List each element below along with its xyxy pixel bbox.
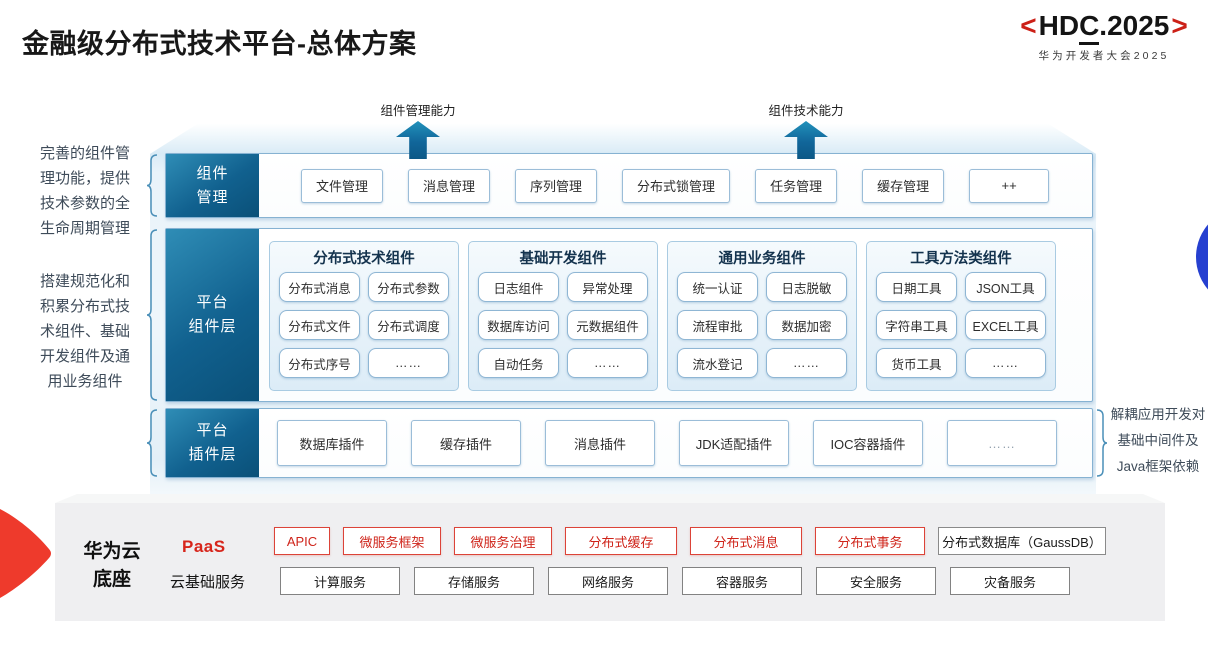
component-box: 文件管理: [301, 168, 384, 203]
blue-circle-decoration: [1196, 207, 1208, 307]
component-box: 数据加密: [766, 310, 847, 340]
component-box-more: ……: [368, 348, 449, 378]
component-box: 异常处理: [567, 272, 648, 302]
component-box: 分布式锁管理: [622, 168, 731, 203]
component-box: 统一认证: [677, 272, 758, 302]
left-brace-icon: [146, 229, 158, 401]
left-brace-icon: [146, 154, 158, 217]
cloud-service-box: 安全服务: [816, 567, 936, 595]
component-box: JSON工具: [965, 272, 1046, 302]
paas-service-box: 分布式缓存: [565, 527, 677, 555]
column-basic-dev: 基础开发组件 日志组件 异常处理 数据库访问 元数据组件 自动任务 ……: [468, 241, 658, 391]
cloud-service-box: 计算服务: [280, 567, 400, 595]
component-box: 日志脱敏: [766, 272, 847, 302]
component-box: 分布式序号: [279, 348, 360, 378]
plugin-box-more: ……: [947, 420, 1057, 466]
cloud-service-box: 存储服务: [414, 567, 534, 595]
component-box: 流程审批: [677, 310, 758, 340]
component-box: 元数据组件: [567, 310, 648, 340]
paas-service-box: 分布式事务: [815, 527, 925, 555]
plugin-box: JDK适配插件: [679, 420, 789, 466]
layer-platform-components: 平台 组件层 分布式技术组件 分布式消息 分布式参数 分布式文件 分布式调度 分…: [165, 228, 1093, 402]
capability-management-label: 组件管理能力: [380, 104, 456, 118]
component-box: 分布式文件: [279, 310, 360, 340]
component-box: 缓存管理: [862, 168, 945, 203]
cloud-service-box: 灾备服务: [950, 567, 1070, 595]
component-box: 序列管理: [515, 168, 598, 203]
hdc-logo: < HD C .2025 > 华为开发者大会2025: [1002, 10, 1206, 63]
logo-text-year: .2025: [1099, 10, 1170, 41]
layer-platform-plugins: 平台 插件层 数据库插件 缓存插件 消息插件 JDK适配插件 IOC容器插件 ……: [165, 408, 1093, 478]
left-brace-icon: [146, 409, 158, 477]
cloud-base-label: 云基础服务: [170, 574, 246, 591]
foundation-label: 华为云 底座: [83, 541, 141, 590]
component-box: EXCEL工具: [965, 310, 1046, 340]
column-header: 通用业务组件: [718, 251, 806, 267]
plugin-box: 缓存插件: [411, 420, 521, 466]
column-header: 工具方法类组件: [910, 251, 1012, 267]
note-component-management: 完善的组件管 理功能，提供 技术参数的全 生命周期管理: [39, 145, 130, 237]
note-component-accumulation: 搭建规范化和 积累分布式技 术组件、基础 开发组件及通 用业务组件: [39, 273, 130, 390]
capability-management-arrow: 组件管理能力: [358, 100, 478, 159]
column-common-business: 通用业务组件 统一认证 日志脱敏 流程审批 数据加密 流水登记 ……: [667, 241, 857, 391]
layer-label-platform-plugins: 平台 插件层: [166, 409, 259, 477]
component-box-more: ……: [766, 348, 847, 378]
layer-component-management: 组件 管理 文件管理 消息管理 序列管理 分布式锁管理 任务管理 缓存管理 ++: [165, 153, 1093, 218]
huawei-cloud-foundation-panel: [55, 503, 1165, 621]
red-wedge-icon: [0, 509, 51, 598]
capability-technology-arrow: 组件技术能力: [746, 100, 866, 159]
component-box: 任务管理: [755, 168, 838, 203]
component-box-more: ++: [969, 168, 1050, 203]
right-brace-icon: [1096, 409, 1108, 477]
component-box-more: ……: [567, 348, 648, 378]
paas-service-box: 微服务治理: [454, 527, 552, 555]
paas-database-box: 分布式数据库（GaussDB）: [938, 527, 1106, 555]
component-box: 日志组件: [478, 272, 559, 302]
paas-service-box: 分布式消息: [690, 527, 802, 555]
component-box: 消息管理: [408, 168, 491, 203]
paas-service-box: APIC: [274, 527, 330, 555]
column-header: 分布式技术组件: [313, 251, 415, 267]
logo-subtitle: 华为开发者大会2025: [1038, 50, 1170, 62]
logo-left-bracket: <: [1020, 10, 1037, 41]
component-management-items: 文件管理 消息管理 序列管理 分布式锁管理 任务管理 缓存管理 ++: [259, 154, 1092, 217]
logo-text-hd: HD: [1038, 10, 1080, 41]
column-header: 基础开发组件: [519, 251, 607, 267]
plugin-box: IOC容器插件: [813, 420, 923, 466]
cloud-service-box: 容器服务: [682, 567, 802, 595]
component-box: 分布式消息: [279, 272, 360, 302]
hdc-logo-wordmark: < HD C .2025 >: [1002, 10, 1206, 45]
component-box: 自动任务: [478, 348, 559, 378]
plugin-items: 数据库插件 缓存插件 消息插件 JDK适配插件 IOC容器插件 ……: [259, 409, 1092, 477]
component-box-more: ……: [965, 348, 1046, 378]
page-title: 金融级分布式技术平台-总体方案: [22, 29, 417, 59]
component-box: 数据库访问: [478, 310, 559, 340]
platform-component-columns: 分布式技术组件 分布式消息 分布式参数 分布式文件 分布式调度 分布式序号 ………: [259, 229, 1092, 401]
plugin-box: 消息插件: [545, 420, 655, 466]
component-box: 货币工具: [876, 348, 957, 378]
component-box: 日期工具: [876, 272, 957, 302]
cloud-service-box: 网络服务: [548, 567, 668, 595]
component-box: 分布式参数: [368, 272, 449, 302]
component-box: 字符串工具: [876, 310, 957, 340]
paas-label: PaaS: [182, 537, 226, 556]
up-arrow-icon: [784, 121, 828, 159]
paas-service-box: 微服务框架: [343, 527, 441, 555]
note-decoupling: 解耦应用开发对 基础中间件及 Java框架依赖: [1110, 407, 1206, 474]
paas-services: APIC 微服务框架 微服务治理 分布式缓存 分布式消息 分布式事务 分布式数据…: [274, 527, 1106, 555]
layer-label-component-management: 组件 管理: [166, 154, 259, 217]
logo-text-c-underlined: C: [1079, 10, 1100, 45]
component-box: 分布式调度: [368, 310, 449, 340]
column-distributed-tech: 分布式技术组件 分布式消息 分布式参数 分布式文件 分布式调度 分布式序号 ……: [269, 241, 459, 391]
logo-right-bracket: >: [1171, 10, 1188, 41]
capability-technology-label: 组件技术能力: [768, 104, 844, 118]
cloud-base-services: 计算服务 存储服务 网络服务 容器服务 安全服务 灾备服务: [280, 567, 1070, 595]
layer-label-platform-components: 平台 组件层: [166, 229, 259, 401]
up-arrow-icon: [396, 121, 440, 159]
column-utility-tools: 工具方法类组件 日期工具 JSON工具 字符串工具 EXCEL工具 货币工具 ……: [866, 241, 1056, 391]
plugin-box: 数据库插件: [277, 420, 387, 466]
component-box: 流水登记: [677, 348, 758, 378]
